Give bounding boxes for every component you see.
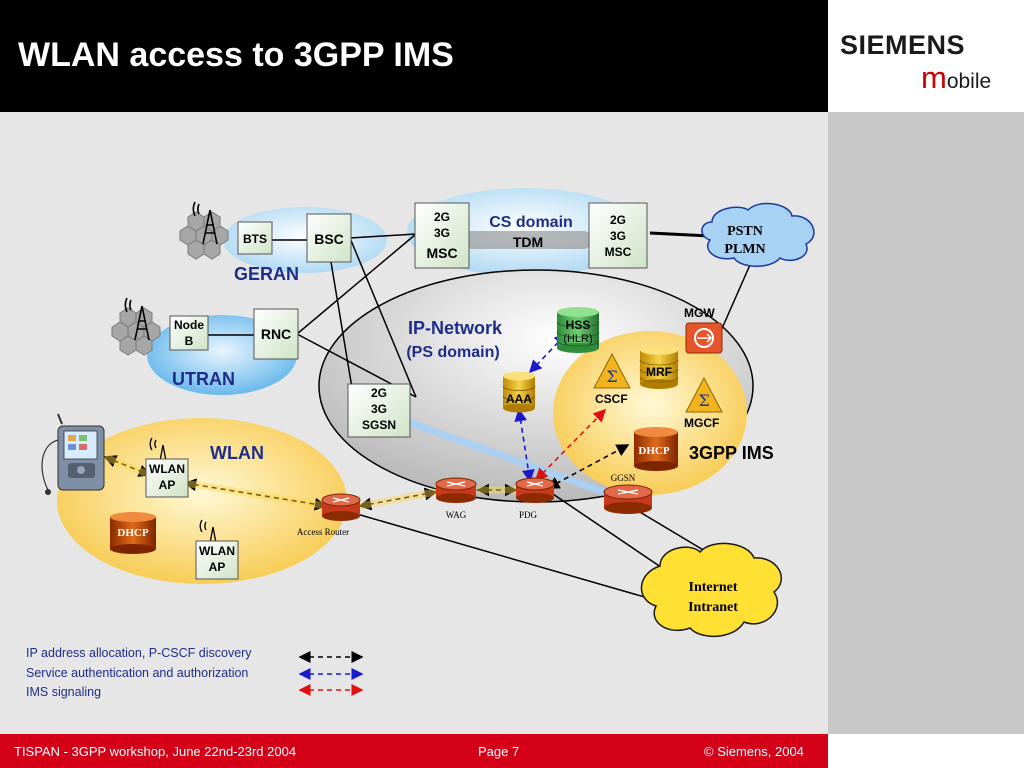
mgw-label: MGW <box>684 306 715 320</box>
node-b-label-1: Node <box>174 318 204 332</box>
footer-copyright: © Siemens, 2004 <box>704 744 804 759</box>
cscf-label: CSCF <box>595 392 628 406</box>
rnc-node <box>253 308 299 360</box>
dhcp-wlan-database-icon <box>110 512 156 554</box>
dhcp-ims-label: DHCP <box>638 445 669 457</box>
legend-item-ip-allocation: IP address allocation, P-CSCF discovery <box>26 646 252 660</box>
node-b-node <box>169 315 209 351</box>
utran-tower-icon <box>111 307 161 356</box>
pstn-label-1: PSTN <box>727 224 763 239</box>
svg-text:Σ: Σ <box>698 391 709 410</box>
cs-domain-label: CS domain <box>489 214 573 231</box>
wlan-label: WLAN <box>210 443 264 463</box>
mobile-logo: mobile <box>921 60 991 96</box>
access-router-label: Access Router <box>297 527 349 537</box>
pdg-label: PDG <box>519 510 538 520</box>
ggsn-label: GGSN <box>611 473 636 483</box>
router-pdg-icon <box>515 477 555 503</box>
dhcp-ims-database-icon <box>634 427 678 471</box>
dhcp-wlan-label: DHCP <box>117 527 148 539</box>
mobile-logo-m: m <box>921 60 947 95</box>
footer-event: TISPAN - 3GPP workshop, June 22nd-23rd 2… <box>14 744 297 759</box>
network-diagram: Σ Σ GERAN UTRAN WLAN 3GPP IMS IP-Network… <box>26 188 815 699</box>
slide-title: WLAN access to 3GPP IMS <box>18 36 454 74</box>
wlan-ap2-label-1: WLAN <box>199 544 235 558</box>
sgsn-label-1: 2G <box>371 386 387 400</box>
wlan-ap2-label-2: AP <box>209 560 226 574</box>
sidebar-bottom <box>828 734 1024 768</box>
msc-right-label-1: 2G <box>610 213 626 227</box>
tdm-label: TDM <box>513 234 543 250</box>
router-ggsn-icon <box>603 484 653 514</box>
footer-bar: TISPAN - 3GPP workshop, June 22nd-23rd 2… <box>0 734 828 768</box>
rnc-label: RNC <box>261 326 291 342</box>
wag-label: WAG <box>446 510 467 520</box>
geran-label: GERAN <box>234 264 299 284</box>
mgcf-label: MGCF <box>684 416 719 430</box>
footer-page-number: Page 7 <box>478 744 520 759</box>
aaa-database-icon <box>502 371 536 413</box>
utran-label: UTRAN <box>172 369 235 389</box>
svg-text:Σ: Σ <box>606 367 617 386</box>
mrf-label: MRF <box>646 365 672 379</box>
hlr-label: (HLR) <box>563 333 592 345</box>
wlan-ap2-node <box>195 540 239 580</box>
wlan-ap1-label-2: AP <box>159 478 176 492</box>
msc-right-label-2: 3G <box>610 229 626 243</box>
mgcf-icon: Σ <box>685 376 723 413</box>
msc-left-label-3: MSC <box>426 245 457 261</box>
mobile-logo-rest: obile <box>946 70 992 93</box>
pstn-cloud <box>701 202 815 267</box>
msc-right-label-3: MSC <box>605 245 632 259</box>
mrf-database-icon <box>639 345 679 389</box>
node-b-label-2: B <box>185 334 194 348</box>
router-access-icon <box>321 493 361 521</box>
mgw-icon <box>685 322 723 354</box>
header-bar <box>0 0 828 112</box>
bsc-node <box>306 213 352 263</box>
internet-label-1: Internet <box>689 580 738 595</box>
wlan-ap1-node <box>145 458 189 498</box>
sgsn-label-3: SGSN <box>362 418 396 432</box>
wlan-ap1-label-1: WLAN <box>149 462 185 476</box>
legend-item-ims-signaling: IMS signaling <box>26 685 101 699</box>
internet-label-2: Intranet <box>688 600 738 615</box>
msc-right-node <box>588 202 648 269</box>
ip-network-label: IP-Network <box>408 318 503 338</box>
logo-area <box>828 0 1024 112</box>
hss-database-icon <box>556 307 600 353</box>
router-wag-icon <box>435 477 477 503</box>
msc-left-label-1: 2G <box>434 210 450 224</box>
sgsn-label-2: 3G <box>371 402 387 416</box>
right-sidebar <box>828 112 1024 734</box>
legend: IP address allocation, P-CSCF discovery … <box>26 646 364 699</box>
bts-node <box>237 221 273 255</box>
msc-left-node <box>414 202 470 269</box>
legend-item-authentication: Service authentication and authorization <box>26 666 248 680</box>
ps-domain-label: (PS domain) <box>406 344 499 361</box>
pstn-label-2: PLMN <box>724 242 765 257</box>
pda-device-icon <box>41 413 105 495</box>
aaa-label: AAA <box>506 392 532 406</box>
bts-label: BTS <box>243 232 267 246</box>
msc-left-label-2: 3G <box>434 226 450 240</box>
bsc-label: BSC <box>314 231 344 247</box>
sgsn-node <box>347 383 411 438</box>
siemens-logo: SIEMENS <box>840 30 966 60</box>
internet-cloud <box>640 542 783 638</box>
hss-label: HSS <box>566 318 591 332</box>
ims-label: 3GPP IMS <box>689 443 774 463</box>
cscf-icon: Σ <box>593 352 631 389</box>
